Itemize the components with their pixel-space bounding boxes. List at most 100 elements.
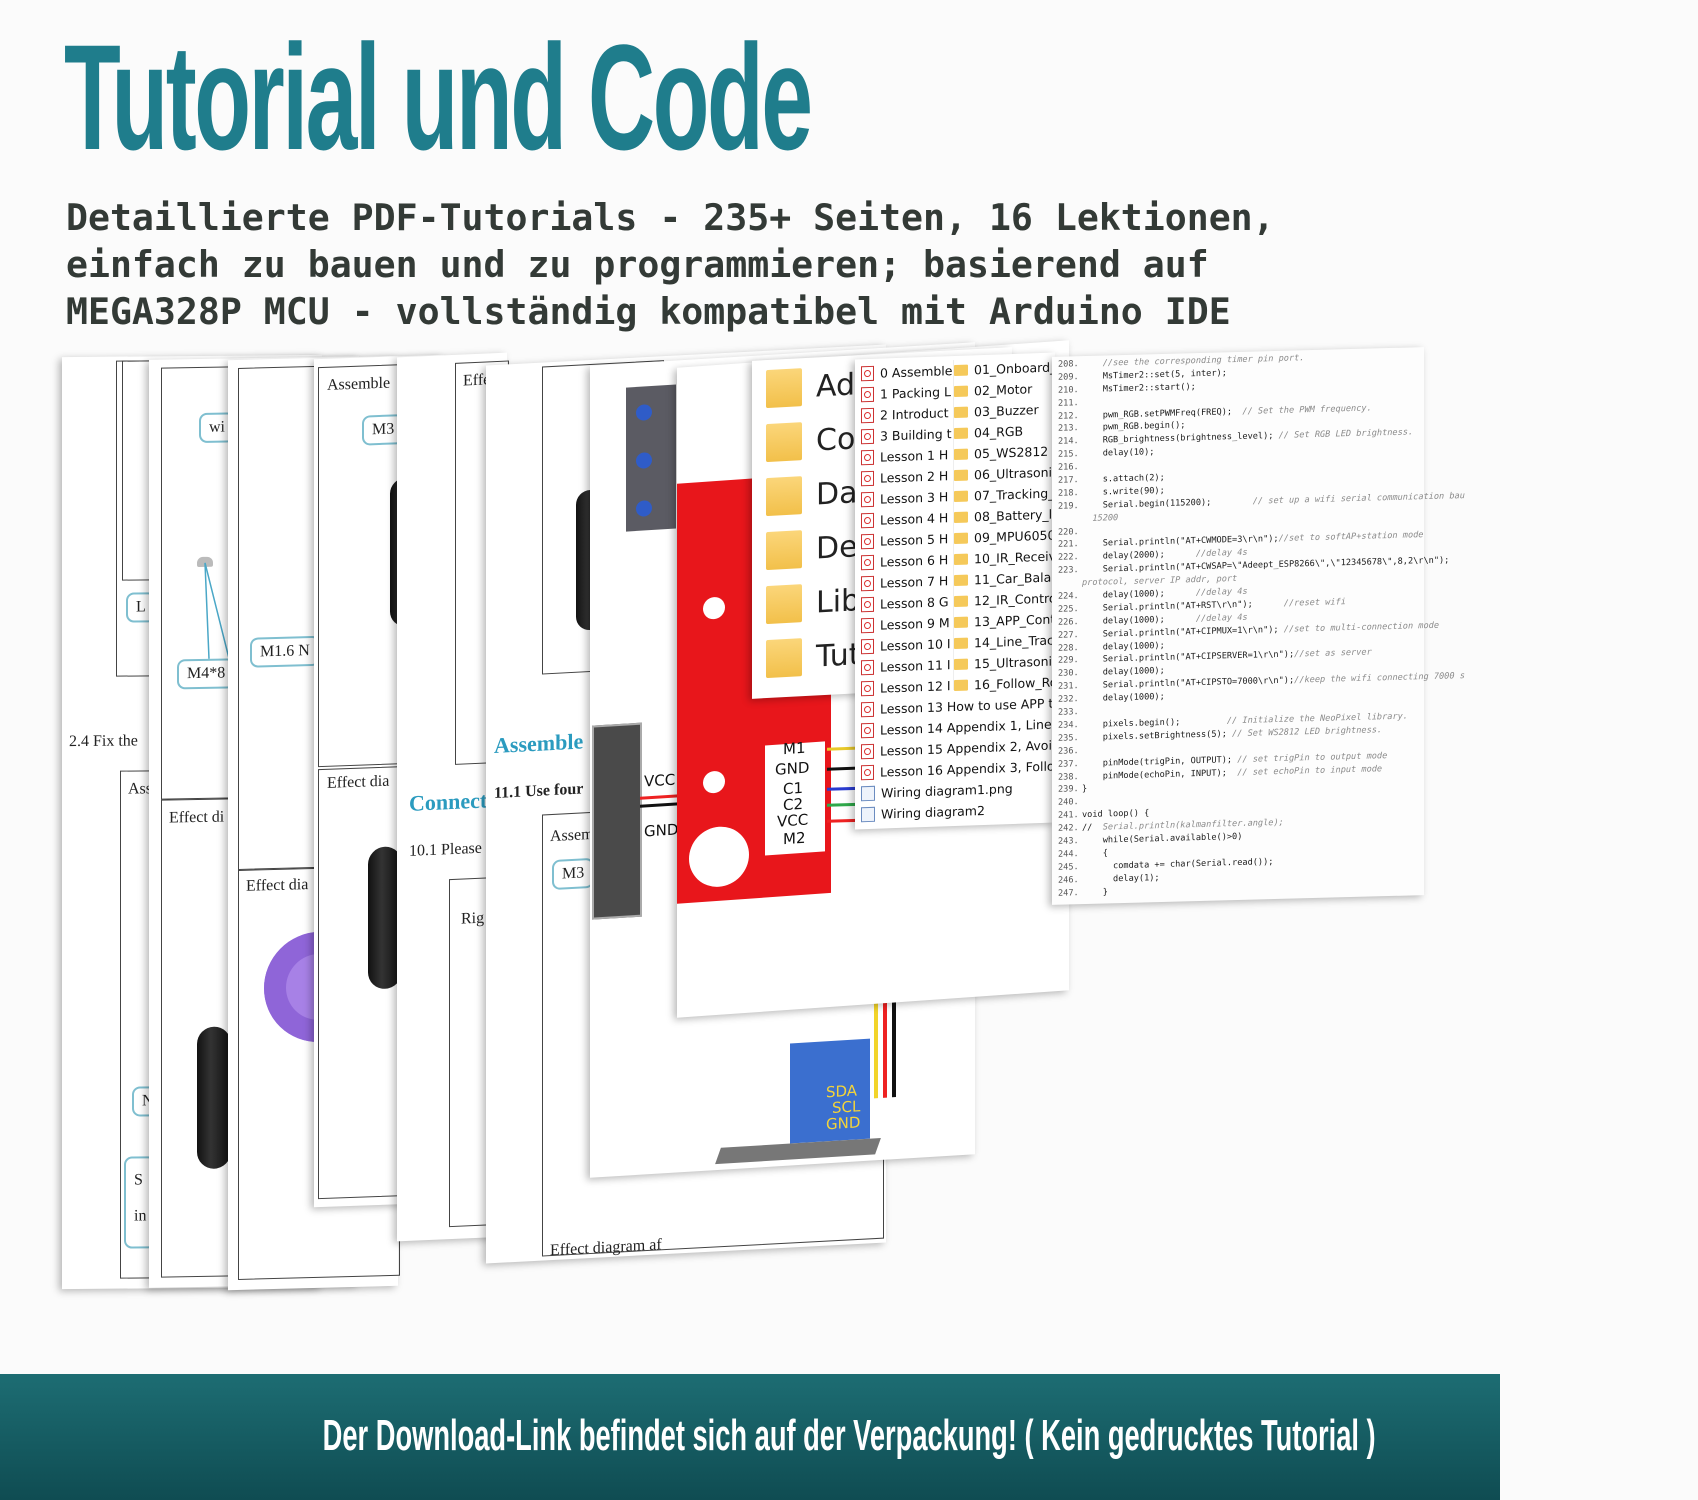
code-text: delay(1000); (1082, 666, 1165, 679)
code-text (1082, 514, 1092, 524)
folder-icon (954, 469, 968, 482)
folder-name: 03_Buzzer (974, 402, 1039, 420)
folder-item[interactable]: Lib (766, 573, 861, 632)
code-comment: Serial.println(kalmanfilter.angle); (1102, 817, 1284, 833)
line-number: 209. (1058, 372, 1079, 383)
callout-label: M4*8 (177, 658, 236, 690)
pin-label-gnd: GND (775, 758, 810, 779)
folder-name: 06_Ultrasonic (974, 464, 1059, 483)
mounting-hole (703, 770, 725, 794)
code-window: 208. //see the corresponding timer pin p… (1052, 347, 1465, 905)
pdf-file-icon (861, 575, 874, 592)
tutorial-pages-stack: L 2.4 Fix the Ass N S in wi M4*8 Effect … (0, 0, 1500, 1340)
folder-icon (954, 574, 968, 587)
line-number: 214. (1058, 436, 1079, 448)
code-text: delay(1000); (1082, 640, 1165, 653)
code-text: while(Serial.available()>0) (1082, 831, 1243, 847)
folder-item[interactable]: De (766, 519, 861, 578)
code-comment: // Set WS2812 LED brightness. (1232, 725, 1383, 739)
line-number: 240. (1058, 797, 1079, 808)
folder-name: 05_WS2812 (974, 443, 1049, 462)
pdf-file-icon (861, 386, 874, 403)
folder-name: 12_IR_Contro (974, 590, 1057, 609)
line-number: 236. (1058, 745, 1079, 757)
step-text: 10.1 Please (409, 839, 482, 860)
button-icon (636, 451, 652, 469)
ultrasonic-module-image (592, 722, 642, 920)
file-name: Lesson 9 M (880, 615, 950, 633)
code-text: MsTimer2::set(5, inter); (1082, 368, 1227, 382)
code-text: delay(1); (1082, 872, 1160, 885)
code-text (1082, 359, 1103, 370)
folder-item[interactable]: Da (766, 465, 861, 524)
pdf-file-icon (861, 638, 874, 655)
line-number: 231. (1058, 681, 1079, 692)
pdf-file-icon (861, 533, 874, 550)
pdf-file-icon (861, 680, 874, 697)
folder-icon (954, 637, 968, 650)
line-number: 239. (1058, 784, 1079, 796)
folder-name: 08_Battery_le (974, 506, 1060, 525)
line-number: 220. (1058, 526, 1079, 538)
folder-name: 02_Motor (974, 381, 1033, 399)
line-number (1058, 521, 1082, 522)
pdf-file-icon (861, 554, 874, 571)
step-heading: Rig (461, 909, 485, 928)
folder-item[interactable]: Tut (766, 627, 861, 686)
line-number: 226. (1058, 616, 1079, 628)
image-file-icon (861, 806, 875, 823)
folder-icon (954, 532, 968, 545)
pin-label-m2: M2 (783, 828, 806, 849)
code-folder-item[interactable]: 01_Onboard_ (954, 356, 1058, 381)
line-number (1058, 585, 1082, 586)
folder-name: De (816, 528, 858, 566)
line-number: 219. (1058, 500, 1079, 512)
button-module-image (626, 384, 676, 532)
folder-icon (766, 422, 802, 463)
file-name: Lesson 2 H (880, 468, 949, 486)
code-text: pinMode(echoPin, INPUT); (1082, 767, 1238, 782)
code-comment: //set as server (1294, 647, 1372, 661)
line-number: 215. (1058, 449, 1079, 460)
code-lines: 208. //see the corresponding timer pin p… (1058, 349, 1465, 900)
line-number: 242. (1058, 823, 1079, 834)
folder-icon (954, 511, 968, 524)
file-name: Lesson 11 I (880, 657, 951, 675)
wire (640, 802, 680, 808)
folder-name: 15_Ultrasonic (974, 653, 1059, 672)
folder-name: 07_Tracking_ (974, 485, 1055, 504)
file-name: 0 Assemble (880, 363, 953, 381)
button-icon (636, 403, 652, 421)
step-text: 11.1 Use four (494, 780, 584, 803)
line-number: 228. (1058, 642, 1079, 654)
code-folder-item[interactable]: 16_Follow_Ro (954, 671, 1058, 696)
line-number: 217. (1058, 475, 1079, 486)
folder-icon (766, 476, 802, 517)
line-number: 221. (1058, 539, 1079, 551)
line-number: 216. (1058, 462, 1079, 473)
code-text: } (1082, 886, 1108, 898)
line-number: 238. (1058, 771, 1079, 783)
folder-name: 16_Follow_Ro (974, 674, 1058, 693)
pin-label-m1: M1 (783, 738, 806, 759)
page-title: Tutorial und Code (64, 13, 813, 181)
folder-icon (954, 595, 968, 608)
line-number: 229. (1058, 655, 1079, 667)
wheel-image (197, 1026, 231, 1169)
code-text: MsTimer2::start(); (1082, 381, 1196, 395)
pdf-file-icon (861, 365, 874, 382)
code-comment: // set trigPin to output mode (1237, 750, 1388, 765)
button-icon (636, 499, 652, 517)
pdf-file-icon (861, 512, 874, 529)
file-name: Wiring diagram2 (881, 802, 985, 822)
line-number: 230. (1058, 668, 1079, 680)
footer-text: Der Download-Link befindet sich auf der … (0, 1410, 1500, 1462)
folder-item[interactable]: Co (766, 411, 861, 470)
folder-icon (954, 385, 968, 398)
folder-name: Tut (816, 636, 861, 674)
pdf-file-icon (861, 743, 874, 760)
line-number: 213. (1058, 423, 1079, 435)
folder-item[interactable]: Ad (766, 357, 861, 416)
line-number: 227. (1058, 629, 1079, 641)
